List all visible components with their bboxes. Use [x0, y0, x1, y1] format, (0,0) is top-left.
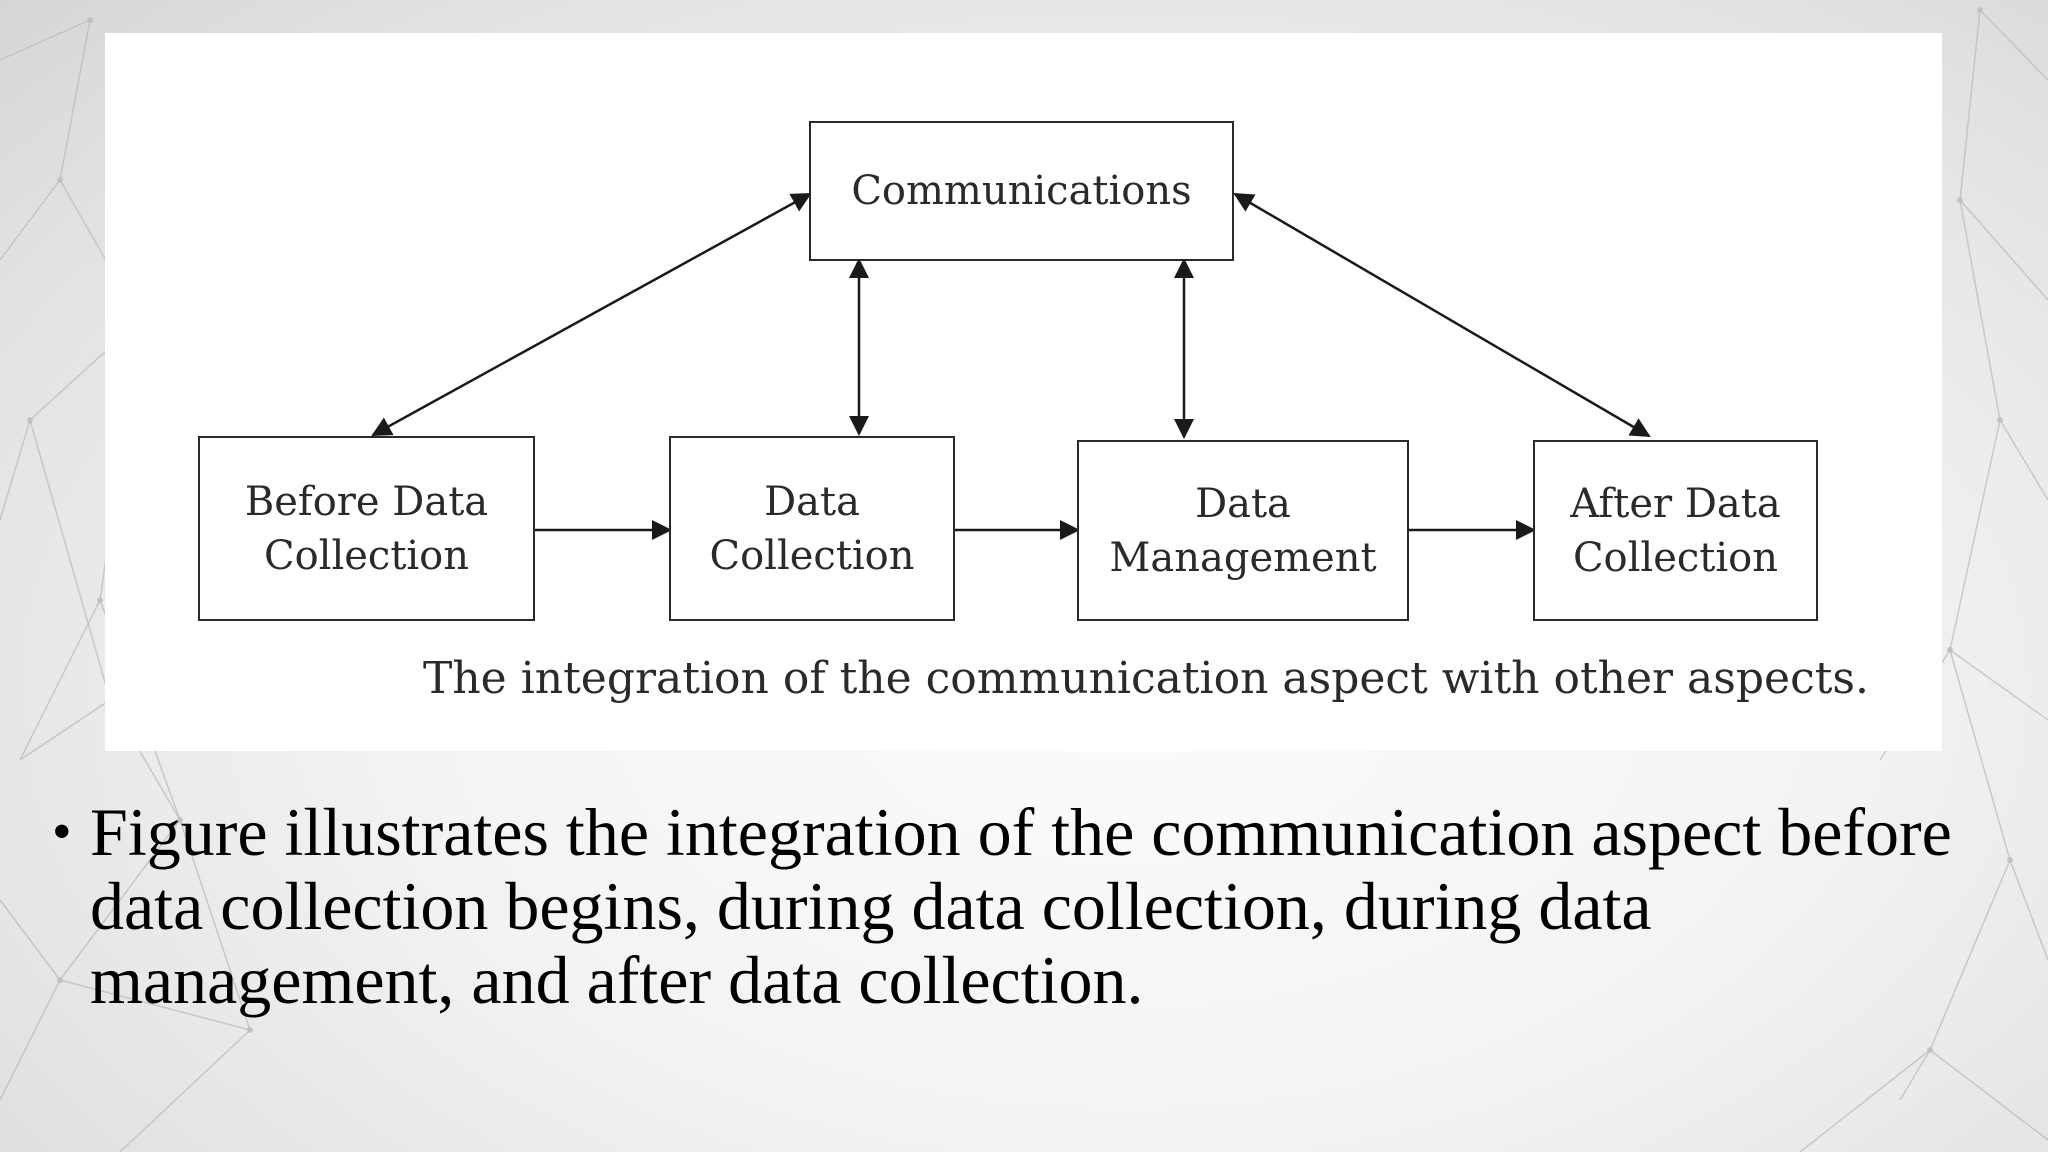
node-before-data-collection: Before Data Collection	[198, 436, 535, 621]
diagram-connectors	[371, 192, 1651, 540]
figure-panel: Communications Before Data Collection Da…	[105, 33, 1942, 751]
node-data-collection: Data Collection	[669, 436, 955, 621]
figure-caption: The integration of the communication asp…	[423, 653, 1869, 704]
node-communications: Communications	[809, 121, 1234, 261]
bullet-text: Figure illustrates the integration of th…	[90, 794, 1952, 1018]
arrow-communications-before	[371, 192, 812, 437]
node-data-management: Data Management	[1077, 440, 1409, 621]
bullet-marker: •	[52, 801, 72, 863]
arrow-communications-after	[1233, 192, 1651, 438]
node-after-data-collection: After Data Collection	[1533, 440, 1818, 621]
bullet-item: • Figure illustrates the integration of …	[52, 795, 1982, 1017]
